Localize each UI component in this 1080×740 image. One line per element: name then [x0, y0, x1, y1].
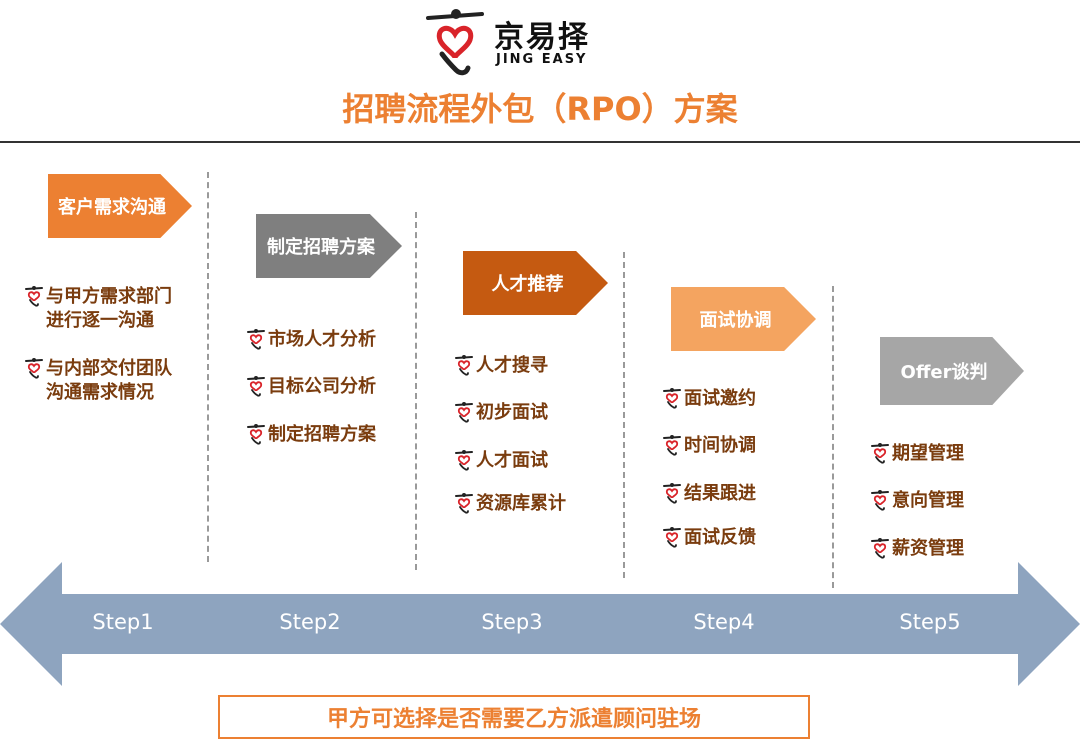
step5-tag: Offer谈判 — [880, 337, 1024, 405]
bullet-figure-icon — [246, 375, 266, 397]
step5-item: 意向管理 — [870, 489, 964, 513]
step3-tag: 人才推荐 — [463, 251, 608, 315]
step-label: Step3 — [481, 610, 543, 634]
step1-tag: 客户需求沟通 — [48, 174, 192, 238]
step1-item: 与甲方需求部门 进行逐一沟通 — [24, 285, 172, 333]
bullet-figure-icon — [662, 434, 682, 456]
logo-name-cn: 京易择 — [494, 20, 590, 55]
bullet-figure-icon — [24, 357, 44, 379]
column-divider — [623, 252, 625, 578]
step4-item: 时间协调 — [662, 434, 756, 458]
title-divider — [0, 141, 1080, 143]
step4-item: 结果跟进 — [662, 482, 756, 506]
timeline-arrow — [0, 562, 1080, 686]
bullet-figure-icon — [662, 526, 682, 548]
step2-item: 制定招聘方案 — [246, 423, 376, 447]
column-divider — [415, 212, 417, 570]
step1-item: 与内部交付团队 沟通需求情况 — [24, 357, 172, 405]
onsite-note: 甲方可选择是否需要乙方派遣顾问驻场 — [218, 695, 810, 739]
bullet-figure-icon — [246, 328, 266, 350]
step5-item: 期望管理 — [870, 442, 964, 466]
logo-name-en: JING EASY — [496, 52, 588, 67]
step2-item: 目标公司分析 — [246, 375, 376, 399]
bullet-figure-icon — [454, 401, 474, 423]
bullet-figure-icon — [870, 442, 890, 464]
step2-tag: 制定招聘方案 — [256, 214, 402, 278]
step4-item: 面试反馈 — [662, 526, 756, 550]
bullet-figure-icon — [662, 482, 682, 504]
column-divider — [207, 172, 209, 562]
step3-item: 资源库累计 — [454, 492, 566, 516]
bullet-figure-icon — [870, 537, 890, 559]
column-divider — [832, 286, 834, 588]
step-label: Step5 — [899, 610, 961, 634]
step-label: Step4 — [693, 610, 755, 634]
bullet-figure-icon — [246, 423, 266, 445]
step-label: Step2 — [279, 610, 341, 634]
bullet-figure-icon — [870, 489, 890, 511]
step4-item: 面试邀约 — [662, 387, 756, 411]
step2-item: 市场人才分析 — [246, 328, 376, 352]
step3-item: 人才面试 — [454, 449, 548, 473]
logo-figure-icon — [426, 9, 484, 76]
bullet-figure-icon — [454, 354, 474, 376]
bullet-figure-icon — [454, 492, 474, 514]
step4-tag: 面试协调 — [671, 287, 816, 351]
step-label: Step1 — [92, 610, 154, 634]
double-arrow-icon — [0, 562, 1080, 686]
bullet-figure-icon — [662, 387, 682, 409]
bullet-figure-icon — [454, 449, 474, 471]
page-title: 招聘流程外包（RPO）方案 — [342, 90, 738, 128]
step3-item: 初步面试 — [454, 401, 548, 425]
brand-logo: 京易择 JING EASY — [422, 4, 622, 76]
step3-item: 人才搜寻 — [454, 354, 548, 378]
step5-item: 薪资管理 — [870, 537, 964, 561]
bullet-figure-icon — [24, 285, 44, 307]
